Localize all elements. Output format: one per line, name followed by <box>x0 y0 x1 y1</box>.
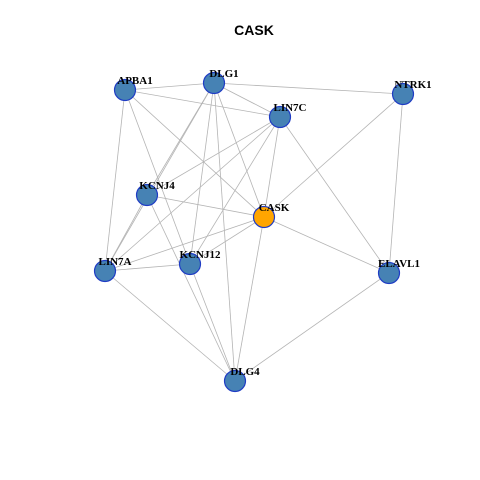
edge-cask-elavl1 <box>263 216 390 274</box>
edge-cask-kcnj12 <box>189 216 265 265</box>
node-label-dlg1: DLG1 <box>209 68 238 80</box>
node-label-kcnj12: KCNJ12 <box>180 249 221 261</box>
edge-kcnj4-cask <box>146 194 265 218</box>
edge-lin7c-kcnj4 <box>146 116 281 196</box>
edge-lin7a-dlg4 <box>104 270 236 382</box>
edge-dlg1-kcnj4 <box>146 82 215 196</box>
node-cask <box>252 205 276 229</box>
edge-apba1-cask <box>124 89 265 218</box>
edge-cask-dlg4 <box>234 216 265 382</box>
node-apba1 <box>113 78 137 102</box>
node-dlg1 <box>202 71 226 95</box>
nodes-layer <box>93 71 415 393</box>
node-label-apba1: APBA1 <box>117 75 152 87</box>
edge-lin7c-kcnj12 <box>189 116 281 265</box>
edge-dlg1-cask <box>213 82 265 218</box>
edge-apba1-lin7a <box>104 89 126 272</box>
node-label-lin7a: LIN7A <box>98 256 131 268</box>
node-elavl1 <box>377 261 401 285</box>
edge-ntrk1-cask <box>263 93 404 218</box>
edge-lin7c-cask <box>263 116 281 218</box>
node-label-ntrk1: NTRK1 <box>394 79 431 91</box>
node-kcnj12 <box>178 252 202 276</box>
edge-dlg1-lin7c <box>213 82 281 118</box>
edge-dlg1-kcnj12 <box>189 82 215 265</box>
edge-kcnj4-lin7a <box>104 194 148 272</box>
node-lin7a <box>93 259 117 283</box>
node-label-elavl1: ELAVL1 <box>378 258 420 270</box>
node-ntrk1 <box>391 82 415 106</box>
edge-cask-lin7a <box>104 216 265 272</box>
node-label-lin7c: LIN7C <box>273 102 306 114</box>
edge-lin7c-lin7a <box>104 116 281 272</box>
node-label-kcnj4: KCNJ4 <box>139 180 175 192</box>
edge-kcnj4-dlg4 <box>146 194 236 382</box>
edge-dlg1-dlg4 <box>213 82 236 382</box>
edge-lin7a-kcnj12 <box>104 263 191 272</box>
node-lin7c <box>268 105 292 129</box>
node-label-dlg4: DLG4 <box>230 366 260 378</box>
edge-dlg1-ntrk1 <box>213 82 404 95</box>
diagram-title: CASK <box>234 22 274 38</box>
edge-elavl1-dlg4 <box>234 272 390 382</box>
edge-apba1-dlg1 <box>124 82 215 91</box>
edge-dlg1-lin7a <box>104 82 215 272</box>
edges-layer <box>104 82 404 382</box>
node-dlg4 <box>223 369 247 393</box>
node-kcnj4 <box>135 183 159 207</box>
edge-ntrk1-elavl1 <box>388 93 404 274</box>
edge-lin7c-elavl1 <box>279 116 390 274</box>
edge-kcnj12-dlg4 <box>189 263 236 382</box>
node-label-cask: CASK <box>259 202 290 214</box>
